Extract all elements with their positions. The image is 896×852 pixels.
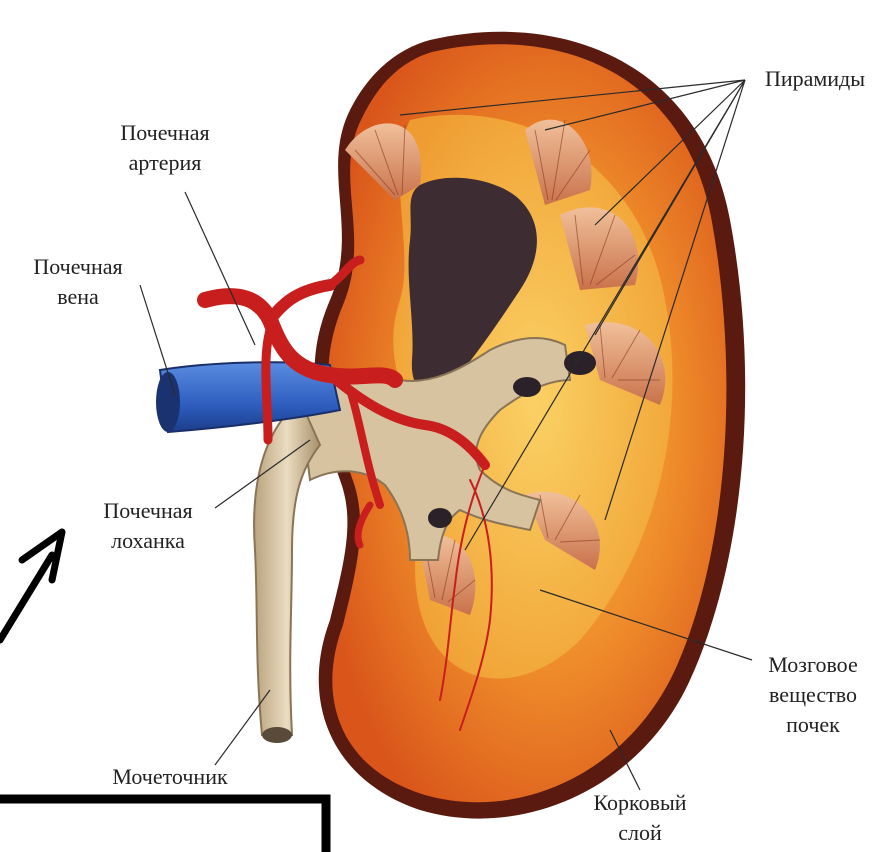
calyx-opening xyxy=(428,508,452,528)
ureter xyxy=(254,400,320,735)
label-ureter-text: Мочеточник xyxy=(75,762,265,792)
label-renal-pelvis: Почечная лоханка xyxy=(78,496,218,556)
label-pyramids: Пирамиды xyxy=(740,64,890,94)
label-renal-pelvis-line2: лоханка xyxy=(78,526,218,556)
label-cortex: Корковый слой xyxy=(565,788,715,848)
label-cortex-line2: слой xyxy=(565,818,715,848)
calyx-opening xyxy=(513,377,541,397)
label-renal-vein-line2: вена xyxy=(8,282,148,312)
renal-vein-opening xyxy=(156,372,180,432)
label-renal-vein: Почечная вена xyxy=(8,252,148,312)
label-renal-artery: Почечная артерия xyxy=(95,118,235,178)
label-renal-artery-line2: артерия xyxy=(95,148,235,178)
annotation-arrow xyxy=(0,532,62,640)
label-renal-artery-line1: Почечная xyxy=(95,118,235,148)
label-ureter: Мочеточник xyxy=(75,762,265,792)
label-renal-pelvis-line1: Почечная xyxy=(78,496,218,526)
calyx-opening xyxy=(564,351,596,375)
label-renal-vein-line1: Почечная xyxy=(8,252,148,282)
label-cortex-line1: Корковый xyxy=(565,788,715,818)
label-medulla-line3: почек xyxy=(738,710,888,740)
label-medulla-line2: вещество xyxy=(738,680,888,710)
label-medulla-line1: Мозговое xyxy=(738,650,888,680)
label-medulla: Мозговое вещество почек xyxy=(738,650,888,740)
label-pyramids-text: Пирамиды xyxy=(740,64,890,94)
annotation-box xyxy=(0,799,326,852)
ureter-opening xyxy=(262,727,292,743)
